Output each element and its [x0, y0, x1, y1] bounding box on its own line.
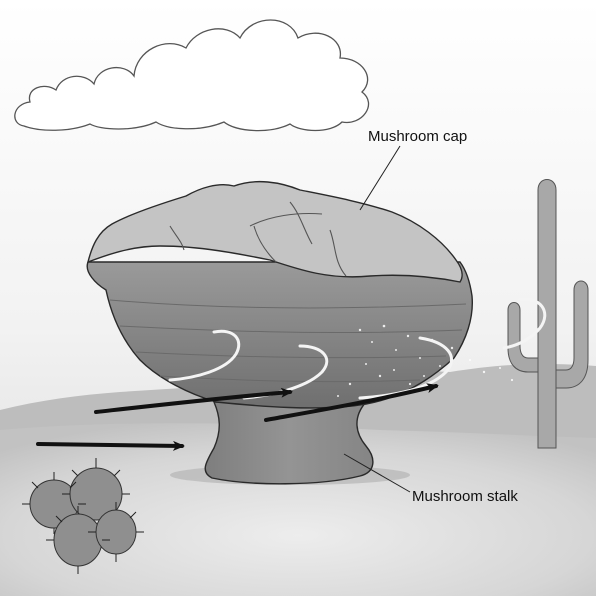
wind-arrow-icon: [36, 440, 185, 451]
wind-arrow-icon: [94, 387, 293, 414]
rock-cracks: [169, 201, 347, 277]
saguaro-cactus-icon: [507, 179, 589, 449]
barrel-cactus-icon: [22, 458, 144, 574]
desert-ground: [0, 423, 596, 596]
mushroom-cap-lower: [86, 261, 474, 409]
cloud-icon: [14, 19, 370, 132]
label-mushroom-stalk: Mushroom stalk: [412, 488, 518, 505]
wind-arrows: [36, 383, 439, 451]
label-mushroom-cap: Mushroom cap: [368, 128, 467, 145]
mushroom-stalk-rock: [204, 401, 374, 485]
blowing-sand: [337, 324, 514, 397]
cap-leader-line: [359, 145, 401, 211]
mushroom-cap-top: [86, 181, 463, 283]
wind-arrow-icon: [264, 383, 439, 422]
stalk-leader-line: [343, 453, 411, 493]
